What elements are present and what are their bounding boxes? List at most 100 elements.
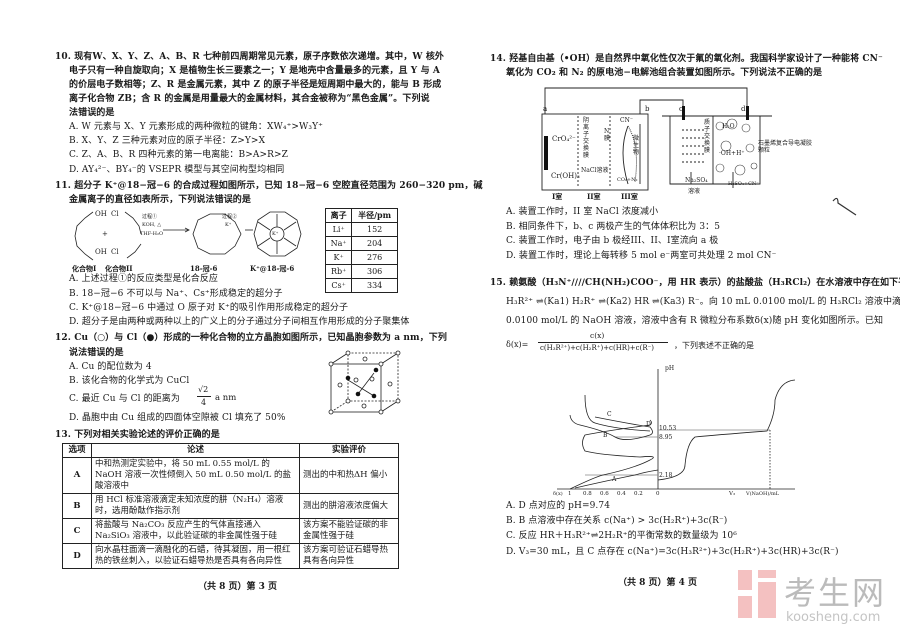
q12-option-b: B. 该化合物的化学式为 CuCl	[69, 376, 190, 386]
delta-tail: ，下列表述不正确的是	[674, 341, 754, 350]
co2n2-label: CO₂+N₂	[617, 177, 638, 183]
q12-option-d: D. 晶胞中由 Cu 组成的四面体空隙被 Cl 填充了 50%	[69, 413, 286, 423]
solution-label: 溶液	[688, 188, 701, 195]
table-cell: 用 HCl 标准溶液滴定未知浓度的肼（N₂H₄）溶液时，选用酚酞作指示剂	[91, 493, 300, 519]
q15-option-c: C. 反应 HR＋H₃R²⁺⇌2H₂R⁺的平衡常数的数量级为 10⁶	[506, 531, 737, 541]
plus-sign: +	[102, 230, 108, 238]
q15-stem-3: 0.0100 mol/L 的 NaOH 溶液，溶液中含有 R 微粒分布系数δ(x…	[506, 316, 884, 326]
oh-h-label: ·OH+H⁺	[719, 150, 745, 157]
tick-label: 0.6	[600, 491, 609, 497]
page-footer-left: （共 8 页）第 3 页	[198, 582, 278, 592]
table-header: 离子	[324, 208, 353, 223]
table-header: 选项	[62, 443, 92, 458]
table-cell: 152	[351, 222, 398, 237]
q13-stem: 13. 下列对相关实验论述的评价正确的是	[55, 430, 220, 440]
table-header: 半径/pm	[351, 208, 398, 223]
h2r-curve	[569, 419, 654, 490]
q14-option-d: D. 装置工作时，理论上每转移 5 mol e⁻两室可共处理 2 mol CN⁻	[506, 251, 777, 261]
na2so4-label: Na₂SO₄	[685, 177, 708, 184]
tick-label: 0	[656, 491, 660, 497]
table-header: 论述	[91, 443, 300, 458]
electrode-b-label: b	[645, 105, 650, 113]
q15-stem-1: 15. 赖氨酸（H₃N⁺∕∕∕∕CH(NH₂)COO⁻，用 HR 表示）的盐酸盐…	[490, 278, 900, 288]
h2o-label: H₂O	[722, 123, 735, 130]
q15-option-d: D. V₃=30 mL，且 C 点存在 c(Na⁺)=3c(H₃R²⁺)+3c(…	[506, 547, 839, 557]
table-cell: Li⁺	[324, 222, 353, 237]
fraction-denominator: 4	[201, 398, 207, 407]
q12-stem-2: 说法错误的是	[69, 348, 124, 358]
table-cell: 将盐酸与 Na₂CO₃ 反应产生的气体直接通入 Na₂SiO₃ 溶液中，以此验证…	[91, 518, 300, 544]
fraction-numerator: √2	[198, 385, 209, 394]
oh-label: OH	[95, 210, 107, 218]
delta-numerator: c(x)	[590, 331, 605, 340]
hr-curve	[569, 414, 653, 440]
q15-stem-2: H₃R²⁺ ⇌(Ka1) H₂R⁺ ⇌(Ka2) HR ⇌(Ka3) R⁻。向 …	[506, 297, 900, 307]
y-axis-label: pH	[665, 365, 675, 372]
watermark-cn: 考生网	[784, 574, 887, 612]
pen-mark-icon	[832, 197, 857, 216]
tick-label: 0.8	[583, 491, 592, 497]
delta-lhs: δ(x)=	[506, 340, 529, 349]
n-membrane-label: N膜	[604, 128, 611, 142]
q10-stem-3: 的价层电子数相等；Z、R 是金属元素，其中 Z 的原子半径是短周期中最大的，能与…	[69, 80, 442, 90]
table-cell: B	[62, 493, 92, 519]
titration-curve	[657, 379, 795, 481]
crown-ether-synthesis-diagram	[74, 211, 302, 261]
q14-option-b: B. 相同条件下，b、c 两极产生的气体体积比为 3：5	[506, 222, 721, 232]
h3r-curve	[574, 469, 659, 489]
point-c-label: C	[607, 411, 612, 418]
anion-membrane-label: 阴离子交换膜	[583, 117, 590, 159]
ph-mark-8-95: 8.95	[659, 434, 673, 441]
q11-stem-2: 金属离子的直径如表所示，下列说法错误的是	[69, 195, 252, 205]
electrode-a-label: a	[543, 105, 548, 113]
h2so4-cn-label: H₂SO₄+CN⁻	[728, 181, 759, 187]
ph-mark-2-18: 2.18	[659, 472, 673, 479]
table-cell: 该方案不能验证碳的非金属性强于硅	[299, 518, 399, 544]
table-cell: 中和热测定实验中，将 50 mL 0.55 mol/L 的 NaOH 溶液一次性…	[91, 457, 300, 494]
electrode-d-label: d	[741, 105, 746, 113]
q10-option-b: B. X、Y、Z 三种元素对应的原子半径：Z>Y>X	[69, 136, 266, 146]
microbe-label: 微生物	[633, 135, 640, 156]
product-label: 18-冠-6	[190, 264, 218, 273]
q10-stem-2: 电子只有一种自旋取向；X 是植物生长三要素之一；Y 是地壳中含量最多的元素，且 …	[69, 66, 440, 76]
compound1-label: 化合物I	[72, 264, 97, 273]
room3-label: III室	[621, 192, 638, 201]
proton-membrane-label: 质子交换膜	[704, 119, 711, 154]
q10-stem-1: 10. 现有W、X、Y、Z、A、B、R 七种前四周期常见元素，原子序数依次递增。…	[55, 52, 445, 62]
nacl-label: NaCl溶液	[581, 167, 609, 174]
step1-label: 过程①	[142, 214, 158, 220]
k-ion-label: K⁺	[272, 231, 279, 237]
graphene-label: 石墨烯复合导电凝胶颗粒	[758, 140, 813, 154]
battery-electrolysis-diagram	[541, 87, 772, 191]
q15-option-b: B. B 点溶液中存在关系 c(Na⁺) > 3c(H₂R⁺)+3c(R⁻)	[506, 516, 728, 526]
q14-stem-2: 氧化为 CO₂ 和 N₂ 的原电池−电解池组合装置如图所示。下列说法不正确的是	[506, 68, 823, 78]
croh3-label: Cr(OH)₃	[551, 172, 580, 180]
page-footer-right: （共 8 页）第 4 页	[618, 578, 698, 588]
q14-option-a: A. 装置工作时，II 室 NaCl 浓度减小	[506, 207, 659, 217]
cl-label: Cl	[111, 210, 119, 218]
supramolecule-label: K⁺@18-冠-6	[250, 264, 295, 273]
compound2-label: 化合物II	[105, 264, 133, 273]
crystal-cell-diagram	[328, 350, 401, 415]
step1-solvent: THF-H₂O	[140, 231, 164, 237]
q12-option-a: A. Cu 的配位数为 4	[69, 362, 152, 372]
fraction-tail: a nm	[215, 393, 237, 403]
q11-option-c: C. K⁺@18−冠−6 中通过 O 原子对 K⁺的吸引作用形成稳定的超分子	[69, 303, 349, 313]
table-cell: Cs⁺	[324, 278, 353, 293]
table-cell: K⁺	[324, 250, 353, 265]
q14-option-c: C. 装置工作时，电子由 b 极经III、II、I室流向 a 极	[506, 236, 719, 246]
q11-option-a: A. 上述过程①的反应类型是化合反应	[69, 274, 219, 284]
tick-label: 0.4	[617, 491, 626, 497]
table-cell: 306	[351, 264, 398, 279]
table-cell: Rb⁺	[324, 264, 353, 279]
distribution-ph-chart	[557, 369, 795, 490]
delta-denominator: c(H₃R²⁺)+c(H₂R⁺)+c(HR)+c(R⁻)	[540, 344, 655, 352]
q10-option-d: D. AY₄²⁻、BY₄⁻的 VSEPR 模型与其空间构型均相同	[69, 165, 285, 175]
room1-label: I室	[552, 192, 563, 201]
point-b-label: B	[603, 432, 608, 439]
table-cell: D	[62, 543, 92, 569]
table-cell: 该方案可验证石蜡导热具有各向异性	[299, 543, 399, 569]
